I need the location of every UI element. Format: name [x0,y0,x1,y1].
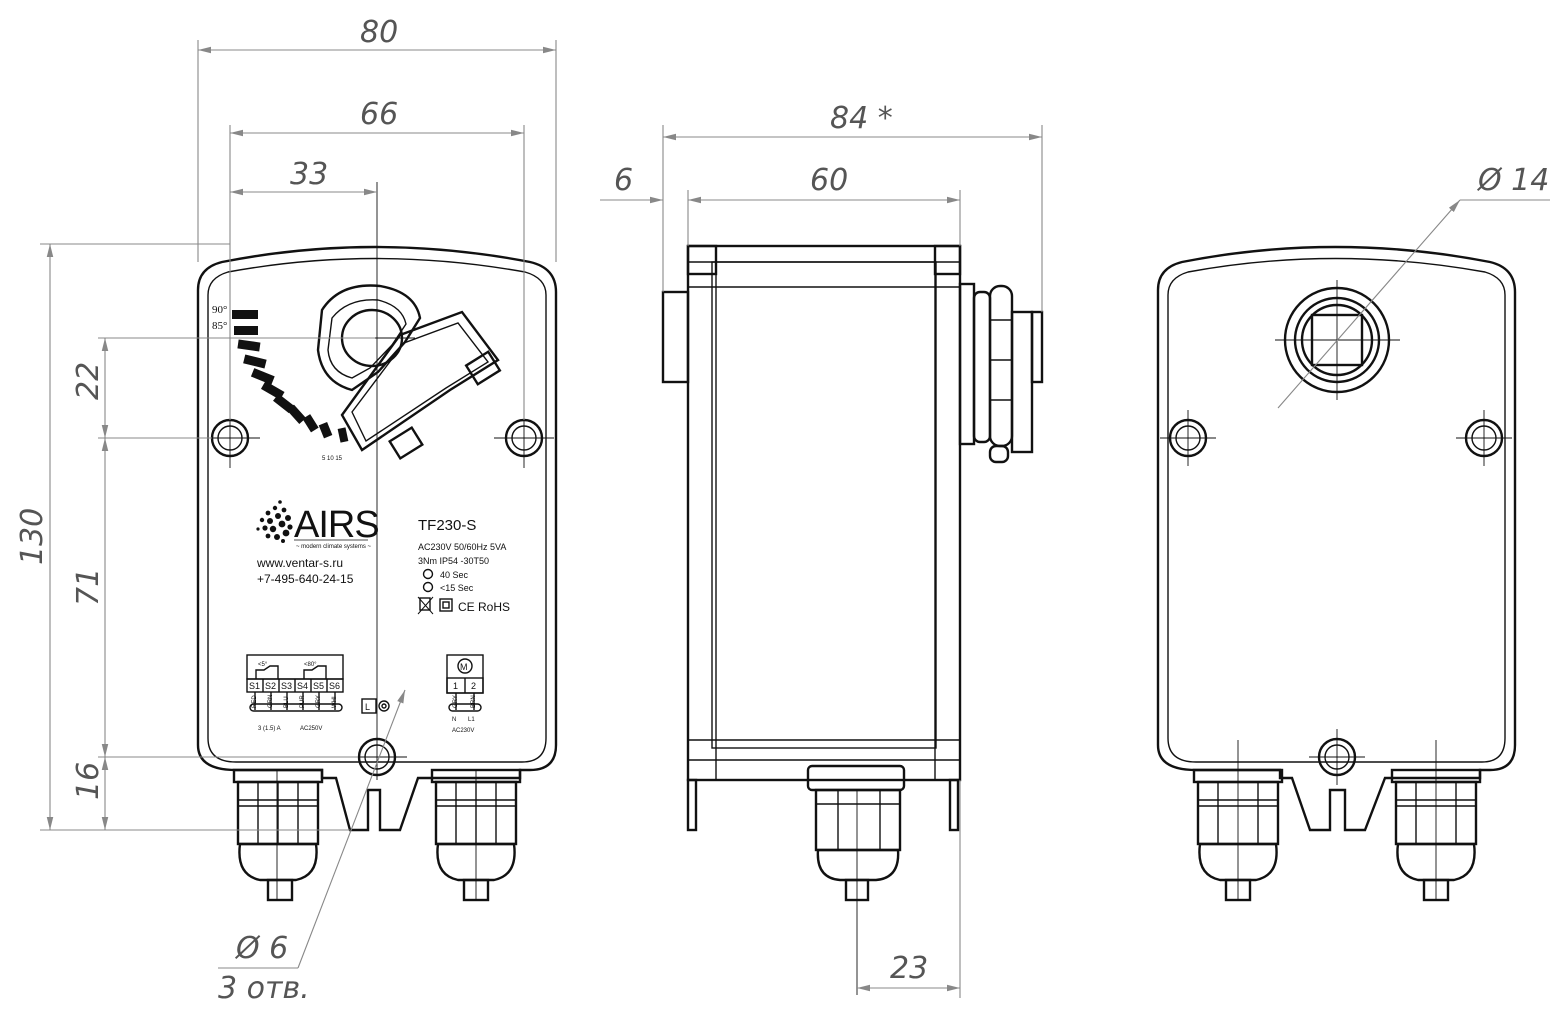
back-cable-gland-right [1390,740,1482,902]
back-mount-hole-left [1160,410,1216,466]
website-text: www.ventar-s.ru [256,556,343,570]
aux-switch-diagram: <5° <80° S1 S2 S3 S4 S5 S6 RED GRN [246,654,344,732]
terminal-s6: S6 [329,681,340,691]
model-name: TF230-S [418,517,476,534]
terminal-s4: S4 [297,681,308,691]
dim-height-130: 130 [15,508,50,565]
wire-color-red: RED [252,695,258,708]
terminal-s5: S5 [313,681,324,691]
lock-label: L [365,702,370,712]
certifications-text: CE RoHS [458,600,510,614]
wire-color-blu: BLU [284,696,290,708]
side-left-protrusion [661,290,690,384]
motor-label-n: N [452,717,456,723]
side-body-outline [686,244,962,782]
disposal-icon [417,596,434,615]
double-insulation-icon [439,598,453,612]
aux-switch-left-label: <5° [258,662,268,668]
switch-rating: 3 (1.5) A [258,726,281,732]
motor-terminal-2: 2 [471,681,476,691]
back-body-outline [1156,245,1517,832]
dim-shaft-diameter: Ø 14 [1476,163,1549,198]
brand-logo: AIRS ~ modern climate systems ~ [256,500,380,550]
motor-label-l1: L1 [468,717,475,723]
back-cable-gland-left [1192,740,1284,902]
back-dimensions: Ø 14 [1277,163,1550,409]
wire-color-gry: GRY [316,695,322,708]
back-view [1156,245,1517,902]
dim-height-22: 22 [71,362,106,400]
terminal-s2: S2 [265,681,276,691]
aux-switch-right-label: <80° [304,662,317,668]
side-view [661,244,1044,995]
motor-wire-brn: BRN [471,695,477,708]
motor-voltage: AC230V [452,728,474,734]
dim-width-80: 80 [360,15,398,50]
side-shaft-clamp [958,282,1044,464]
back-mount-hole-right [1456,410,1512,466]
scale-bottom-marks: 5 10 15 [322,456,343,462]
brand-name: AIRS [294,504,379,546]
dim-width-66: 66 [360,97,398,132]
dim-depth-6: 6 [614,163,633,198]
motor-terminal-1: 1 [453,681,458,691]
dim-gland-23: 23 [890,951,928,986]
front-body-inner [207,257,547,763]
wire-color-pur: PUR [300,695,306,708]
terminal-s1: S1 [249,681,260,691]
spec-spring-time: <15 Sec [440,583,474,593]
dim-width-33: 33 [290,157,328,192]
mount-hole-right [494,408,554,468]
lock-indicator: L [361,698,390,714]
cable-gland-left [232,768,324,902]
motor-time-icon [422,568,434,580]
side-dimensions: 84 * 60 6 23 [600,101,1043,998]
spring-time-icon [422,581,434,593]
motor-wiring-diagram: M 1 2 GRY BRN N L1 AC230V [446,654,484,734]
spec-torque: 3Nm IP54 -30T50 [418,556,489,566]
brand-tagline: ~ modern climate systems ~ [296,544,372,550]
side-cable-gland [806,764,906,902]
spec-power: AC230V 50/60Hz 5VA [418,542,506,552]
rotation-scale: 90° 85° 5 10 15 [212,304,349,462]
dim-hole-count: 3 отв. [218,971,310,1006]
scale-mark-85: 85° [212,320,227,332]
switch-voltage: AC250V [300,726,322,732]
wire-color-whi: WHI [332,696,338,708]
dim-depth-60: 60 [810,163,848,198]
dim-hole-diameter: Ø 6 [234,931,288,966]
scale-mark-90: 90° [212,304,227,316]
motor-symbol: M [460,662,468,672]
dim-height-16: 16 [71,762,106,800]
phone-text: +7-495-640-24-15 [257,572,354,586]
front-view: 90° 85° 5 10 15 AIRS [196,182,558,902]
dim-height-71: 71 [71,568,106,606]
terminal-s3: S3 [281,681,292,691]
front-dimensions: 80 66 33 130 22 71 16 Ø 6 3 отв. [15,15,557,1006]
dim-depth-84: 84 * [830,101,893,136]
wire-color-grn: GRN [268,695,274,708]
spec-motor-time: 40 Sec [440,570,469,580]
motor-wire-gry: GRY [453,695,459,708]
back-mount-hole-bottom [1309,729,1365,785]
